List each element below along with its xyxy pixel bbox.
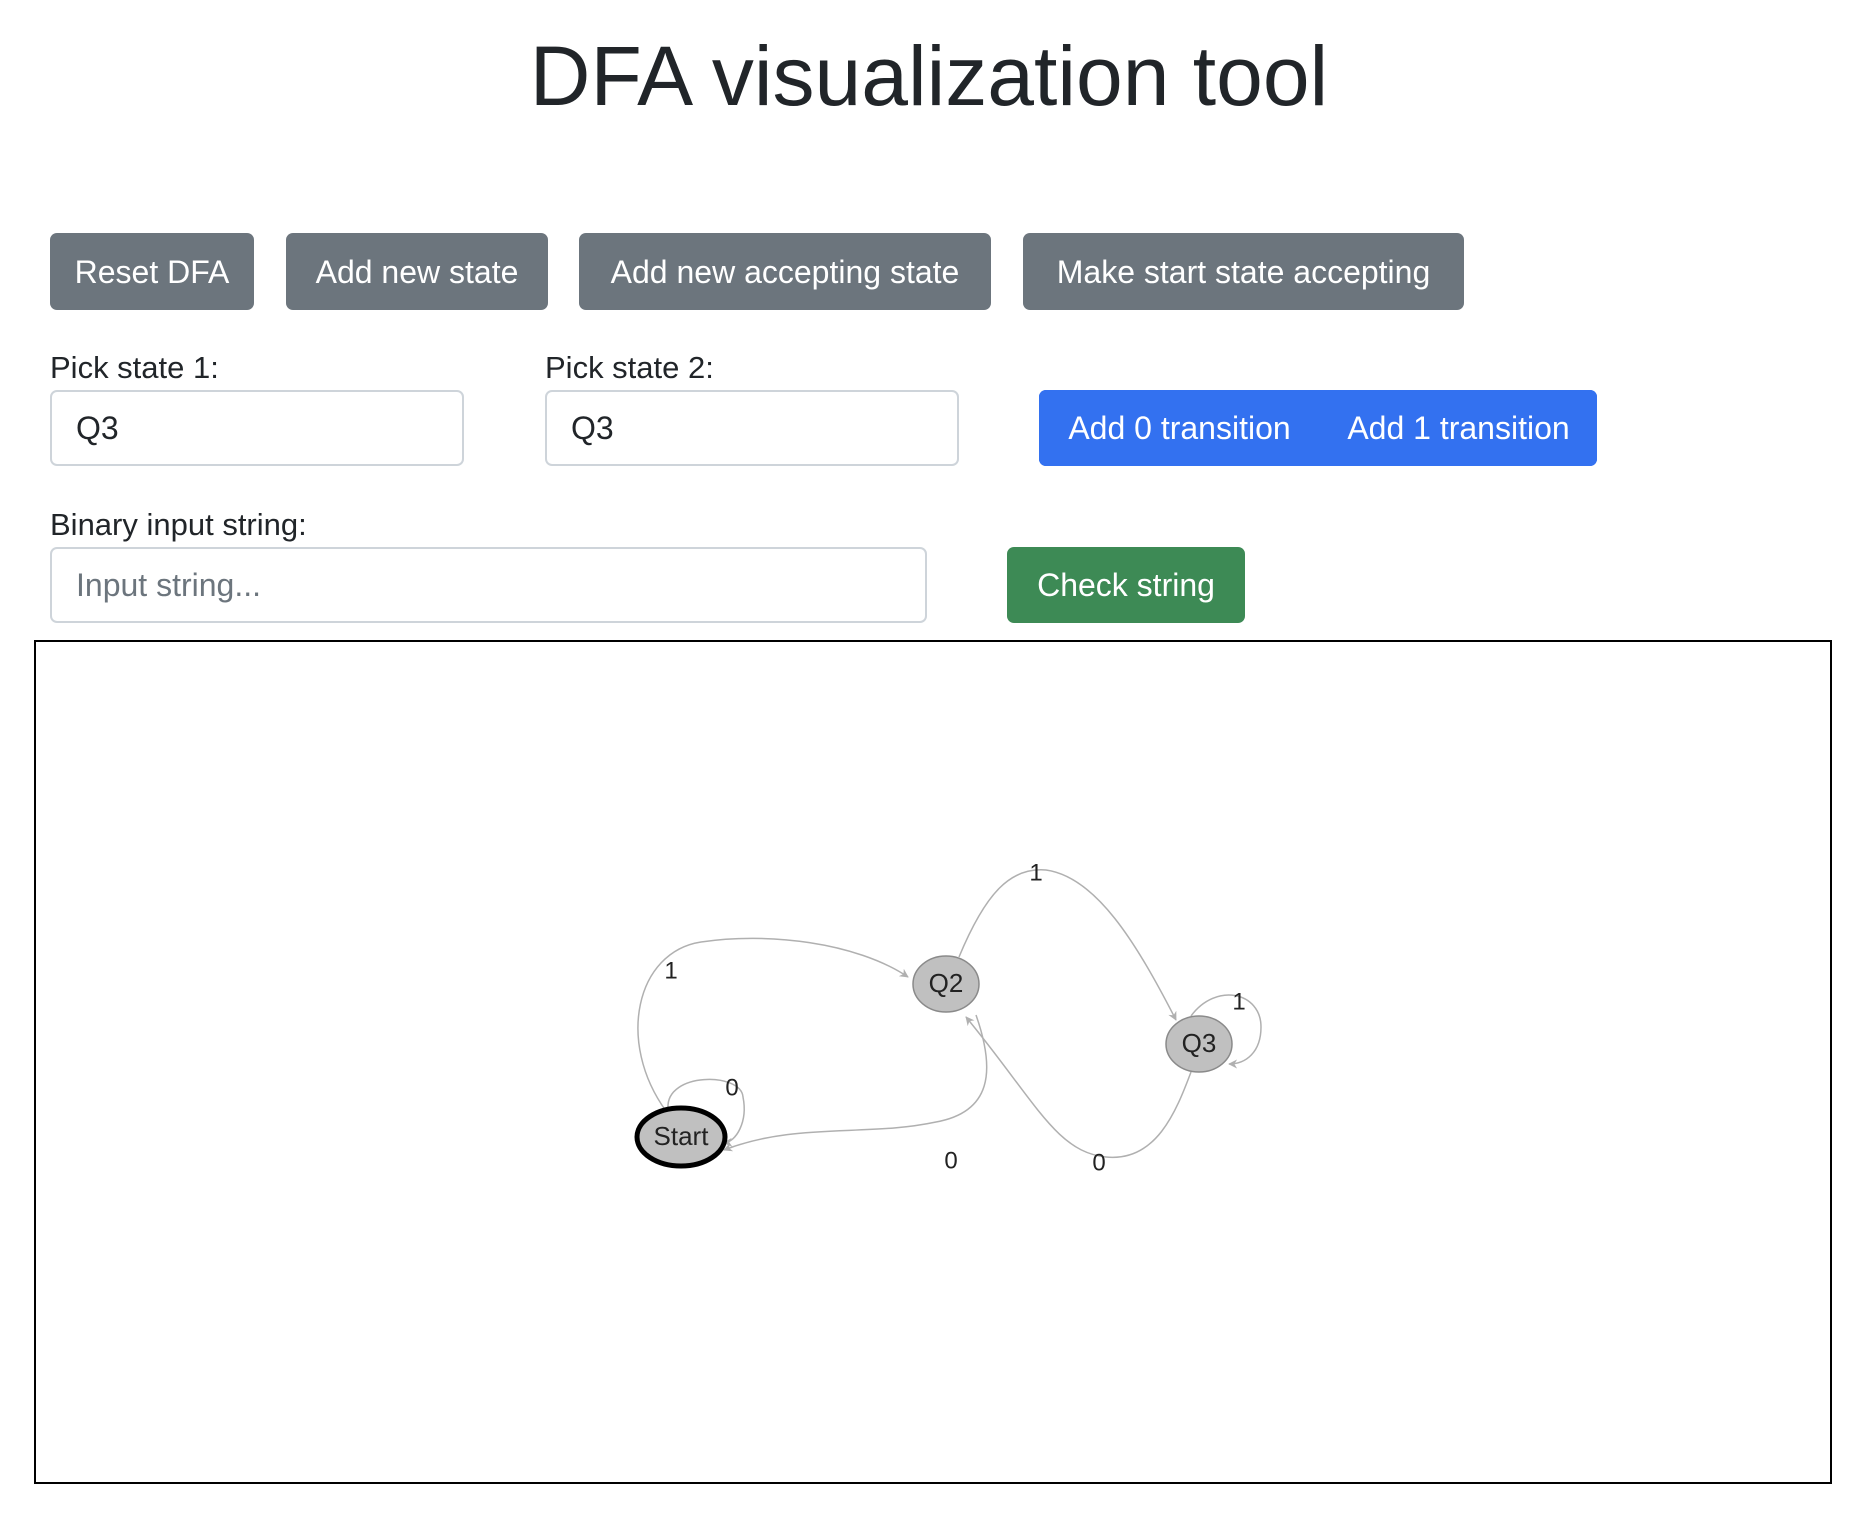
page-title: DFA visualization tool	[529, 29, 1329, 123]
transition-symbol-label: 1	[664, 957, 677, 984]
add-1-transition-button[interactable]: Add 1 transition	[1320, 390, 1597, 466]
state-node-shape[interactable]	[1165, 1015, 1233, 1073]
transition-symbol-label: 0	[1092, 1149, 1105, 1176]
transition-edge	[958, 869, 1177, 1021]
state2-value: Q3	[571, 409, 614, 446]
state1-value: Q3	[76, 409, 119, 446]
state-node-label: Q2	[929, 968, 964, 998]
transition-edge	[965, 1016, 1192, 1158]
transition-symbol-label: 1	[1029, 859, 1042, 886]
transition-symbol-label: 1	[1232, 988, 1245, 1015]
state1-label: Pick state 1:	[50, 350, 219, 385]
state1-select[interactable]: Q3	[50, 390, 464, 466]
transition-edge	[723, 1014, 988, 1152]
state2-label: Pick state 2:	[545, 350, 714, 385]
add-state-button[interactable]: Add new state	[286, 233, 548, 310]
state2-select[interactable]: Q3	[545, 390, 959, 466]
make-start-accepting-button[interactable]: Make start state accepting	[1023, 233, 1464, 310]
edge-labels-layer: 1 0 1 0 1 0	[664, 859, 1245, 1176]
transition-symbol-label: 0	[725, 1074, 738, 1101]
check-string-button[interactable]: Check string	[1007, 547, 1245, 623]
transition-edge	[637, 937, 909, 1112]
transition-edge	[667, 1078, 745, 1147]
input-string-field[interactable]	[50, 547, 927, 623]
edges-layer	[637, 869, 1262, 1158]
state-node-shape[interactable]	[634, 1105, 728, 1169]
state-node-label: Q3	[1182, 1028, 1217, 1058]
state-node-q2[interactable]: Q2	[912, 955, 980, 1013]
transition-edge	[1190, 994, 1262, 1069]
input-string-label: Binary input string:	[50, 507, 307, 542]
transition-symbol-label: 0	[944, 1147, 957, 1174]
state-node-start[interactable]: Start	[634, 1105, 728, 1169]
state-node-q3[interactable]: Q3	[1165, 1015, 1233, 1073]
add-0-transition-button[interactable]: Add 0 transition	[1039, 390, 1320, 466]
transition-button-group: Add 0 transition Add 1 transition	[1039, 390, 1597, 466]
state-node-shape[interactable]	[912, 955, 980, 1013]
reset-dfa-button[interactable]: Reset DFA	[50, 233, 254, 310]
state-node-label: Start	[654, 1121, 710, 1151]
add-accepting-state-button[interactable]: Add new accepting state	[579, 233, 991, 310]
